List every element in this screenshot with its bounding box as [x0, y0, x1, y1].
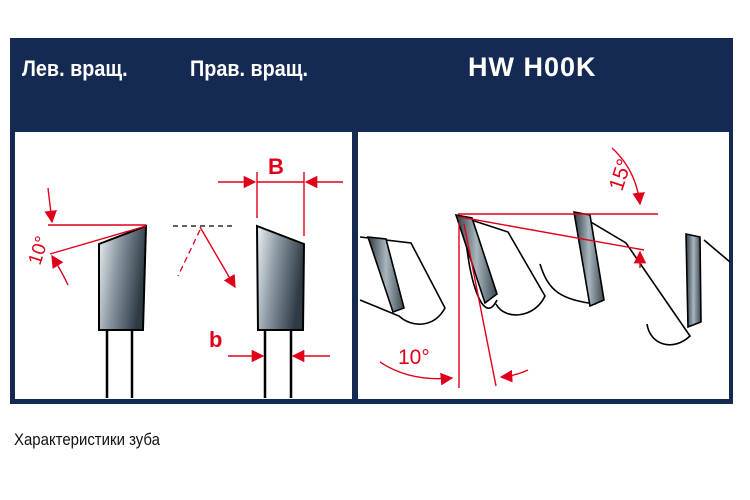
left-angle-dimension [44, 187, 147, 286]
right-tooth [255, 224, 306, 398]
left-rotation-header: Лев. вращ. [22, 56, 128, 81]
top-angle-label: 15° [605, 156, 637, 193]
diagram-caption: Характеристики зуба [14, 430, 160, 449]
top-angle-dimension [458, 147, 658, 268]
left-tooth [98, 224, 148, 398]
hook-header: HW H00K [468, 52, 597, 82]
right-rotation-header: Прав. вращ. [190, 56, 308, 81]
width-top-dimension [218, 172, 343, 236]
bottom-angle-dimension [379, 222, 529, 388]
left-angle-label: 10° [25, 234, 54, 268]
width-bottom-label: b [209, 327, 222, 352]
bottom-angle-label: 10° [398, 346, 430, 369]
hook-teeth-tips [366, 211, 702, 329]
rotation-direction-arrow [173, 225, 236, 289]
hook-profile-panel [358, 132, 729, 399]
width-top-label: B [268, 154, 284, 179]
